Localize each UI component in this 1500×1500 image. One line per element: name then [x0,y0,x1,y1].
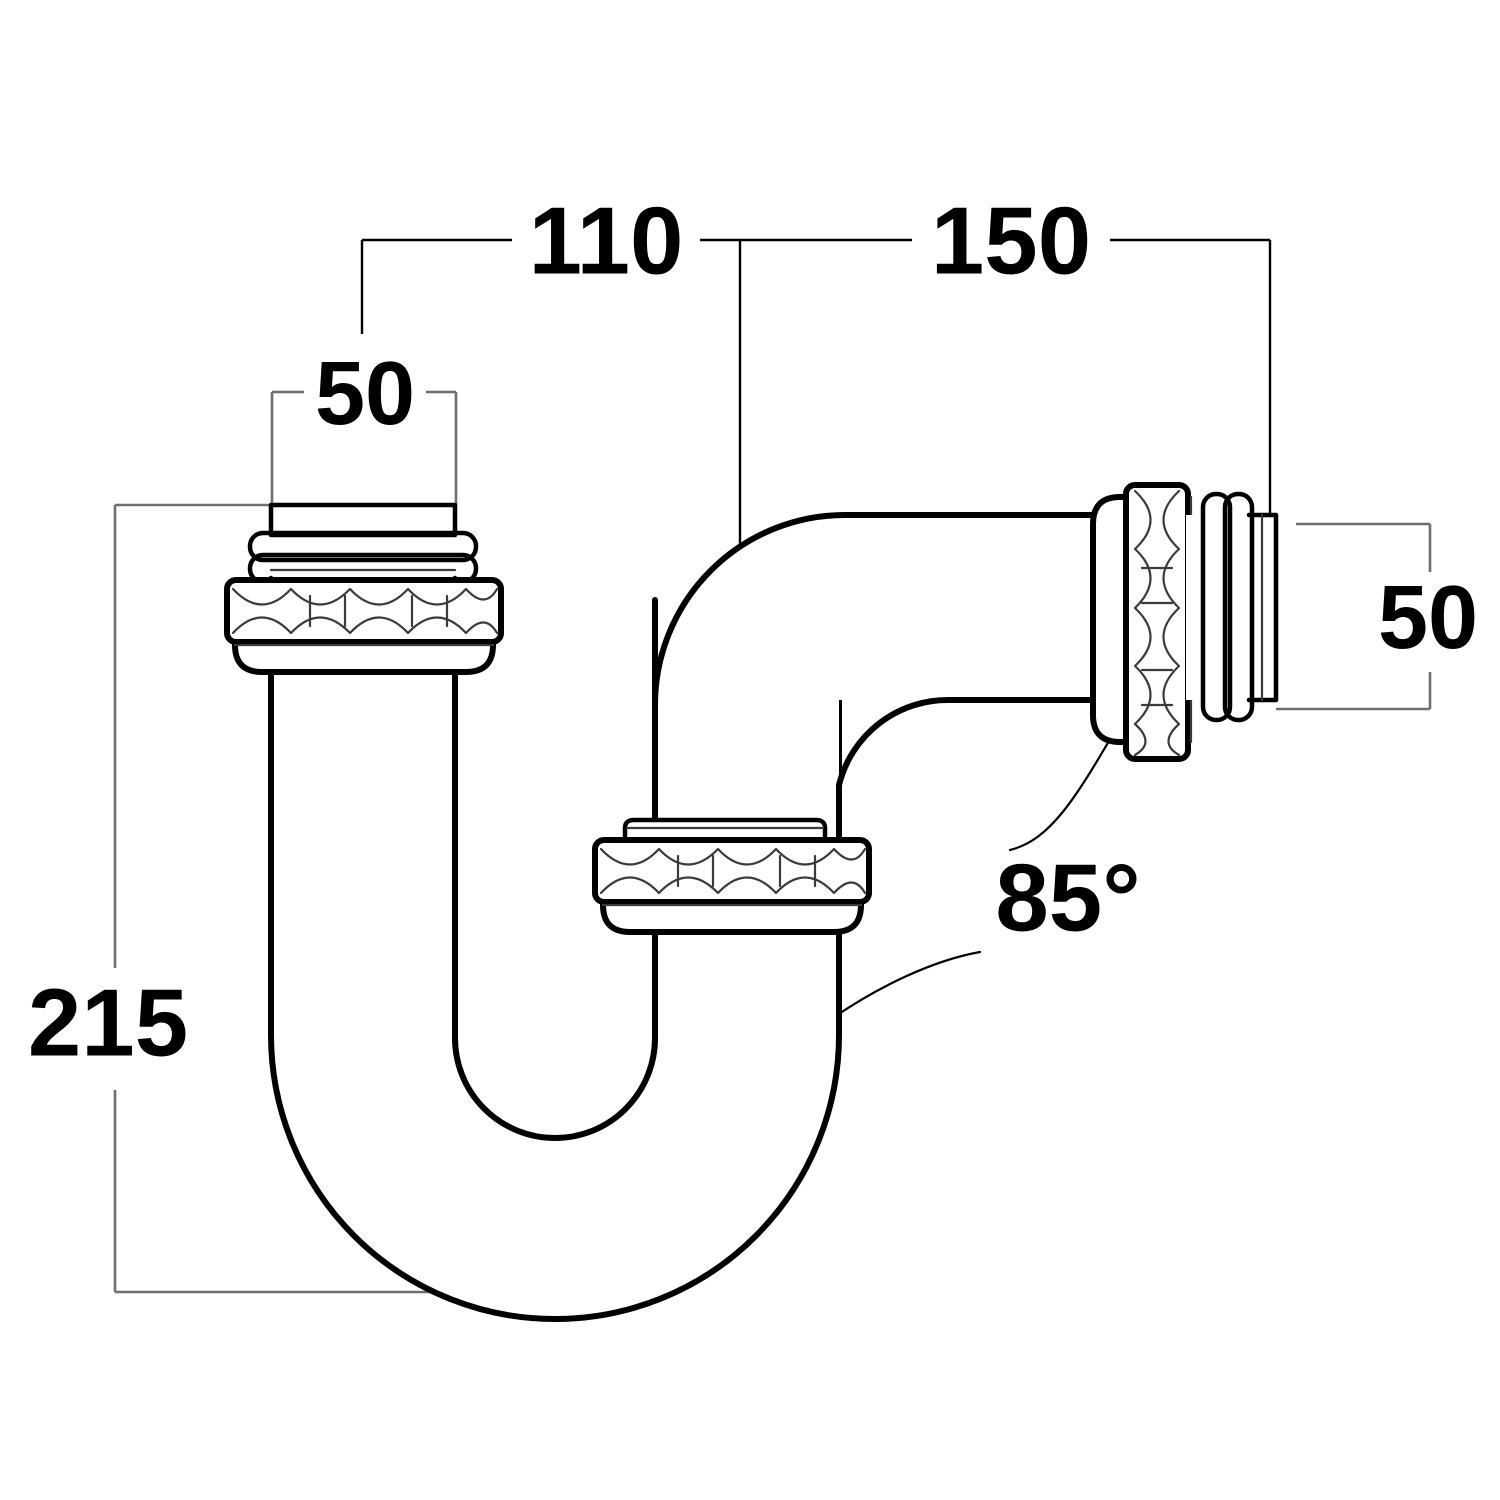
middle-nut-flute-bottom [599,876,867,895]
dimension-50-inlet [270,390,458,505]
middle-nut-body-fill [595,840,869,902]
elbow-inner-curve [836,696,1143,865]
middle-compression-nut [592,817,872,935]
dimension-label-150: 150 [931,187,1091,294]
dimension-50-outlet [1276,522,1432,711]
middle-nut-skirt-fill [603,900,861,932]
dimension-label-50-outlet: 50 [1378,568,1478,668]
inlet-nut-body-fill [227,580,501,642]
outlet-spigot-rib-1 [1200,491,1233,723]
dimension-label-85-degree: 85° [995,844,1140,951]
inlet-nut-body [224,577,504,645]
dimension-lines-group [113,238,1432,1294]
inlet-nut-flute-top [231,587,499,606]
outlet-nut-flute-left [1133,489,1152,757]
elbow-outer-curve [652,512,1143,865]
u-bend-inner-profile [452,597,658,1141]
middle-nut-skirt [600,887,864,935]
outlet-compression-nut [1090,482,1193,762]
middle-nut-body [592,837,872,905]
inlet-spigot-rib-1 [247,530,479,563]
u-bend-outer-profile [268,597,842,1322]
outlet-nut-skirt [1090,494,1138,745]
dimension-label-215: 215 [28,969,188,1076]
outlet-spigot-ribbed [1186,491,1296,723]
middle-nut-flute-top [599,847,867,866]
middle-nut-collar [622,817,828,848]
dimension-text-group: 110 150 50 50 215 85° [28,187,1478,1076]
outlet-nut-body-fill [1126,485,1188,759]
outlet-nut-skirt-fill [1093,497,1125,742]
part-geometry-group [224,482,1296,1322]
leader-line-lower [828,950,982,1022]
leader-line-upper [1008,720,1122,852]
elbow-bend [652,512,1143,865]
leader-85-degree [828,720,1122,1022]
inlet-nut-flute-bottom [231,616,499,635]
dimension-label-110: 110 [529,187,684,294]
inlet-compression-nut [224,577,504,675]
inlet-nut-skirt-fill [235,640,493,672]
inlet-nut-skirt [232,627,496,675]
dimension-label-50-inlet: 50 [315,344,415,444]
outlet-nut-flute-right [1162,489,1181,757]
outlet-spigot-rib-2 [1222,491,1255,723]
